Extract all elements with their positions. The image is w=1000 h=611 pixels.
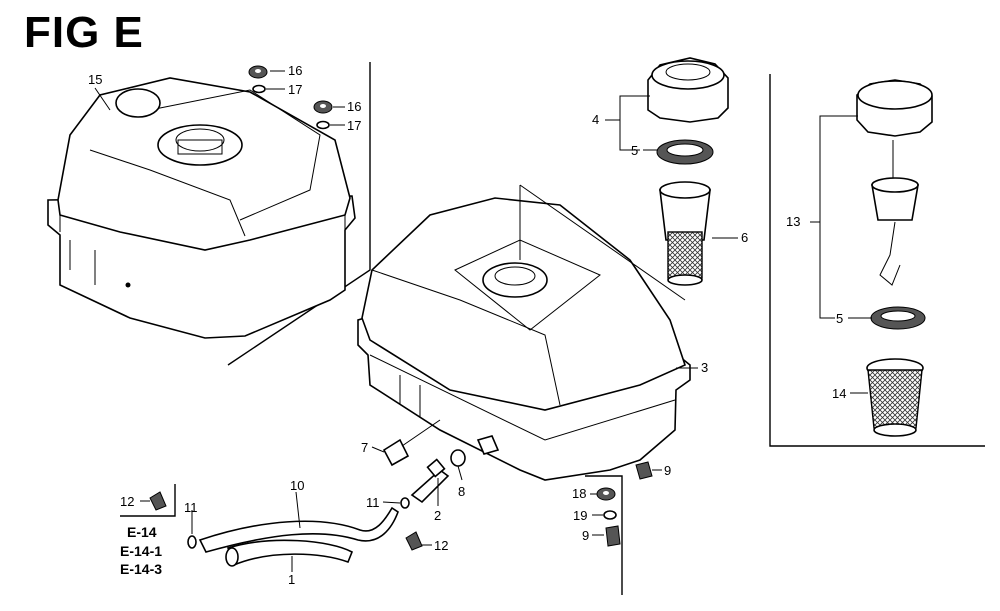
callout-5-top: 5 [631,143,638,158]
callout-10: 10 [290,478,304,493]
callout-12-center: 12 [434,538,448,553]
section-frame-left [227,62,371,366]
reference-e-14: E-14 [127,524,157,540]
leader-lines [94,70,872,572]
callout-12-left: 12 [120,494,134,509]
cap-gasket-right [870,306,926,330]
fuel-tube [225,539,354,567]
washer-18 [596,487,616,501]
hose-clamp-left [149,491,167,511]
callout-9-bottom: 9 [582,528,589,543]
fuel-valve [410,458,450,504]
washer-16-second [313,100,333,114]
drain-bolt-bottom [605,525,621,547]
fuel-strainer [659,181,711,286]
callout-18: 18 [572,486,586,501]
washer-17-second [316,120,330,130]
clip [450,449,466,467]
callout-15: 15 [88,72,102,87]
callout-11-center: 11 [366,495,380,510]
fuel-hose [198,506,399,553]
callout-13: 13 [786,214,800,229]
callout-16-top: 16 [288,63,302,78]
hose-clip-left [187,535,197,549]
hose-clamp-center [405,531,423,551]
callout-5-right: 5 [836,311,843,326]
callout-11-left: 11 [184,500,198,515]
callout-3: 3 [701,360,708,375]
callout-19: 19 [573,508,587,523]
washer-19 [603,510,617,520]
callout-7: 7 [361,440,368,455]
alternate-fuel-tank [47,77,356,339]
callout-17-second: 17 [347,118,361,133]
callout-16-second: 16 [347,99,361,114]
callout-14: 14 [832,386,846,401]
bolt [382,419,441,467]
section-frame-right [769,74,985,447]
callout-2: 2 [434,508,441,523]
callout-4: 4 [592,112,599,127]
callout-6: 6 [741,230,748,245]
callout-1: 1 [288,572,295,587]
leader-strainer [519,184,686,301]
hose-clip-center [400,497,410,509]
cap-gasket [656,139,714,165]
reference-e-14-3: E-14-3 [120,561,162,577]
callout-8: 8 [458,484,465,499]
washer-17-top [252,84,266,94]
drain-bolt-top [635,461,653,480]
reference-e-14-1: E-14-1 [120,543,162,559]
fuel-cap-with-retainer [856,79,933,286]
callout-17-top: 17 [288,82,302,97]
figure-title: FIG E [24,8,144,57]
callout-9-top: 9 [664,463,671,478]
main-fuel-tank [357,197,691,481]
washer-16-top [248,65,268,79]
section-frame-small [585,475,623,595]
fuel-strainer-right [866,358,924,437]
fuel-cap [647,57,729,123]
section-frame-bottom-left [120,484,176,517]
